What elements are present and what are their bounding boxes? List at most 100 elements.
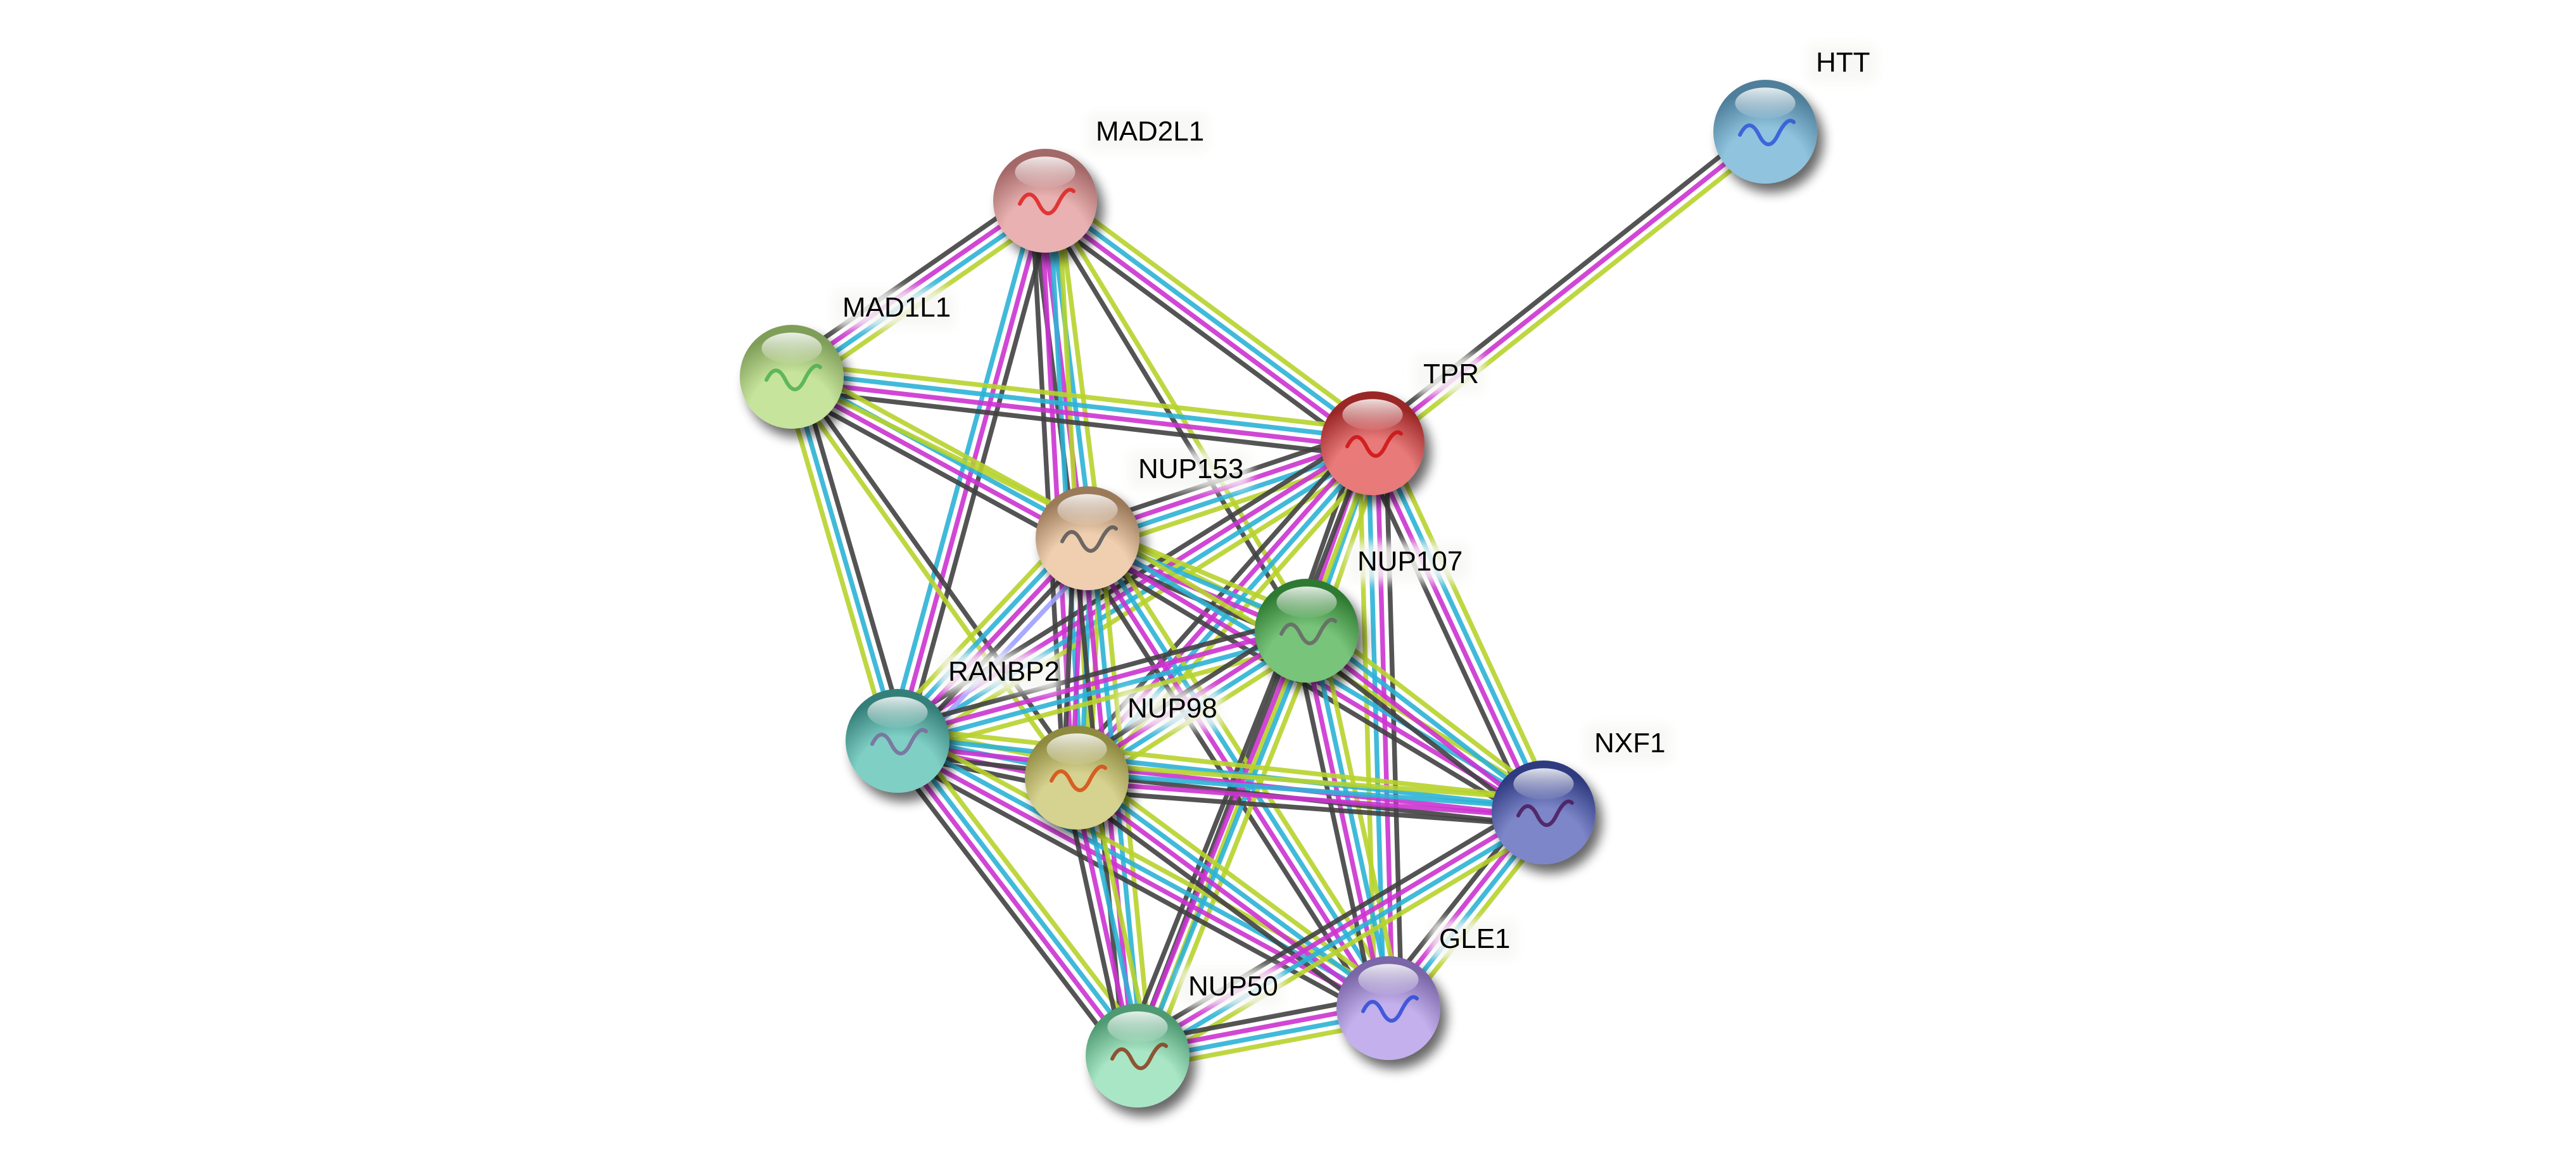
edge-line-textmining (1317, 627, 1404, 1006)
edge-mad2l1-tpr[interactable] (1036, 188, 1382, 456)
node-label-ranbp2: RANBP2 (939, 653, 1060, 692)
protein-structure-icon (1050, 764, 1107, 792)
edge-line-experimental (896, 624, 1307, 739)
edge-line-coexpression (1291, 633, 1378, 1012)
edge-line-textmining (1083, 765, 1398, 1000)
node-label-nup153: NUP153 (1129, 450, 1250, 489)
gloss-highlight (1513, 768, 1574, 800)
edge-line-coexpression (790, 388, 1372, 459)
label-background (939, 653, 1060, 692)
edge-line-coexpression (893, 615, 1304, 731)
edge-ranbp2-nxf1[interactable] (896, 725, 1545, 828)
node-nup107[interactable] (1255, 579, 1359, 683)
edge-line-textmining (780, 378, 892, 744)
node-label-nup107: NUP107 (1348, 543, 1469, 582)
label-background (1430, 920, 1517, 959)
protein-structure-icon (1060, 525, 1118, 553)
label-background (1806, 44, 1877, 83)
edge-line-experimental (1371, 130, 1767, 445)
edge-line-database (792, 370, 1374, 441)
gloss-highlight (1046, 733, 1107, 765)
gloss-highlight (1358, 964, 1419, 995)
protein-structure-icon (1018, 187, 1075, 215)
edge-line-coexpression (885, 747, 1129, 1066)
edge-nup107-gle1[interactable] (1291, 627, 1404, 1012)
edge-line-database (1374, 440, 1550, 812)
node-label-text: RANBP2 (948, 656, 1060, 687)
edge-line-database (1139, 631, 1313, 1058)
gloss-highlight (867, 697, 928, 728)
node-label-text: NUP153 (1138, 453, 1243, 484)
edge-line-coexpression (1075, 788, 1543, 828)
edge-line-textmining (1382, 436, 1558, 808)
edge-line-experimental (1366, 444, 1542, 816)
node-nup50[interactable] (1086, 1004, 1190, 1108)
edge-line-database (886, 198, 1039, 740)
protein-structure-icon (1345, 430, 1403, 458)
edge-mad1l1-tpr[interactable] (790, 361, 1374, 459)
edge-ranbp2-nup50[interactable] (885, 731, 1150, 1066)
label-background (1414, 355, 1484, 394)
protein-structure-icon (1110, 1042, 1168, 1070)
edge-line-coexpression (1036, 209, 1366, 456)
edge-line-coexpression (784, 386, 1082, 552)
edge-line-experimental (790, 379, 1373, 450)
gloss-highlight (1015, 156, 1075, 188)
edge-nup98-nxf1[interactable] (1075, 762, 1545, 828)
label-background (1129, 450, 1250, 489)
node-label-htt: HTT (1806, 44, 1877, 83)
protein-structure-icon (1738, 118, 1796, 146)
edge-line-experimental (1300, 631, 1386, 1010)
edge-line-database (1077, 772, 1393, 1007)
node-label-mad2l1: MAD2L1 (1086, 113, 1208, 152)
node-nup153[interactable] (1036, 486, 1139, 590)
edge-line-experimental (892, 742, 1136, 1060)
label-background (1585, 724, 1672, 764)
edge-nup98-gle1[interactable] (1067, 765, 1398, 1021)
node-gle1[interactable] (1336, 956, 1440, 1060)
node-mad2l1[interactable] (993, 149, 1097, 253)
gloss-highlight (1057, 494, 1118, 526)
edge-line-textmining (1077, 762, 1545, 802)
label-background (1179, 968, 1283, 1007)
edge-line-coexpression (1079, 547, 1539, 826)
edge-line-textmining (1376, 137, 1773, 452)
edge-line-database (1138, 814, 1547, 1062)
label-background (1348, 543, 1469, 582)
node-label-mad1l1: MAD1L1 (833, 289, 955, 328)
node-htt[interactable] (1713, 80, 1817, 184)
edge-line-experimental (1374, 443, 1395, 1008)
node-tpr[interactable] (1321, 391, 1424, 495)
gloss-highlight (1276, 586, 1337, 618)
edge-line-experimental (1072, 779, 1388, 1014)
gloss-highlight (1342, 399, 1403, 431)
node-label-text: GLE1 (1439, 923, 1511, 954)
edge-line-textmining (906, 731, 1150, 1049)
label-background (1086, 113, 1208, 152)
edge-line-coexpression (782, 187, 1039, 368)
node-label-nup50: NUP50 (1179, 968, 1283, 1007)
node-mad1l1[interactable] (740, 325, 844, 429)
edge-line-database (1077, 771, 1544, 811)
edge-nup107-nup50[interactable] (1123, 624, 1321, 1062)
node-ranbp2[interactable] (846, 689, 949, 793)
edge-line-experimental (1131, 628, 1305, 1055)
edge-htt-tpr[interactable] (1365, 123, 1773, 452)
edge-line-textmining (1056, 198, 1103, 537)
edge-line-coexpression (896, 752, 1543, 828)
node-label-text: MAD2L1 (1096, 116, 1204, 147)
edge-line-experimental (1041, 202, 1372, 449)
edge-line-database (898, 734, 1545, 811)
node-nxf1[interactable] (1492, 761, 1596, 864)
edge-line-textmining (903, 727, 1396, 999)
edge-mad1l1-ranbp2[interactable] (780, 374, 909, 744)
node-label-text: HTT (1816, 47, 1870, 78)
protein-structure-icon (1516, 799, 1574, 827)
edge-line-coexpression (1067, 786, 1382, 1021)
node-label-tpr: TPR (1414, 355, 1484, 394)
node-label-text: NUP98 (1127, 693, 1217, 724)
node-nup98[interactable] (1025, 726, 1129, 830)
edge-line-database (899, 736, 1143, 1055)
